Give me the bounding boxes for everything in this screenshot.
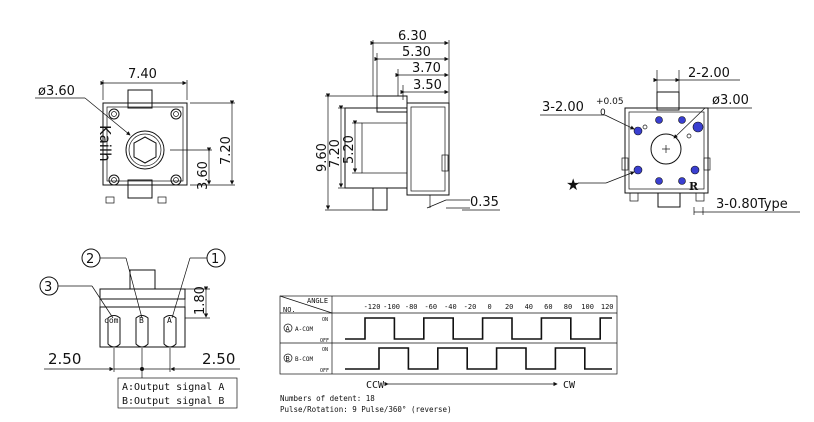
angle-label: -100: [383, 303, 400, 311]
row-a-label: A-COM: [295, 326, 313, 333]
top-width-dim: 7.40: [128, 67, 157, 82]
side-dim-1: 6.30: [398, 29, 427, 44]
legend-a: A:Output signal A: [122, 382, 224, 393]
angle-label: -20: [464, 303, 477, 311]
row-a-off: OFF: [320, 338, 329, 344]
side-left-dim-3: 5.20: [342, 135, 357, 164]
pcb-tol-minus: 0: [600, 108, 606, 118]
ccw-label: CCW: [366, 380, 385, 391]
brand-logo: Kailh: [96, 125, 114, 162]
side-dim-2: 5.30: [402, 45, 431, 60]
foot-dim: 0.35: [470, 195, 499, 210]
front-height-dim: 1.80: [193, 286, 208, 315]
pin-label-b: B: [139, 316, 144, 325]
pcb-pin-dim: 3-0.80Type: [716, 197, 788, 212]
pcb-tol-plus: +0.05: [596, 97, 624, 107]
row-b-off: OFF: [320, 368, 329, 374]
side-dim-3: 3.70: [412, 61, 441, 76]
note-detent: Numbers of detent: 18: [280, 394, 375, 403]
angle-label: 120: [601, 303, 614, 311]
pcb-pitch-dim: 2-2.00: [688, 66, 730, 81]
note-pulse: Pulse/Rotation: 9 Pulse/360° (reverse): [280, 405, 452, 414]
side-dim-4: 3.50: [413, 78, 442, 93]
cw-label: CW: [563, 380, 576, 391]
angle-header: ANGLE: [307, 297, 328, 305]
angle-label: -80: [405, 303, 418, 311]
timing-chart: ANGLE NO. -120-100 -80 -60 -40 -20 0 20 40 60 80 1…: [279, 295, 618, 414]
row-a-id: A: [286, 325, 291, 333]
angle-label: -120: [364, 303, 381, 311]
angle-label: 40: [525, 303, 533, 311]
pcb-hole-dim: 3-2.00: [542, 100, 584, 115]
callout-2: 2: [86, 252, 94, 267]
side-left-dim-2: 7.20: [328, 139, 343, 168]
pin-label-com: com: [104, 316, 119, 325]
pin-label-a: A: [167, 316, 172, 325]
waveform-a: [345, 317, 612, 340]
front-left-dim: 2.50: [48, 350, 81, 368]
front-right-dim: 2.50: [202, 350, 235, 368]
shaft-diameter-dim: ø3.60: [38, 84, 75, 99]
angle-label: 20: [505, 303, 513, 311]
side-view: 6.30 5.30 3.70 3.50 9.60 7.20 5.20 0.35: [315, 29, 500, 211]
legend-b: B:Output signal B: [122, 396, 224, 407]
r-mark: R: [689, 180, 699, 193]
angle-label: -40: [444, 303, 457, 311]
angle-label: 80: [564, 303, 572, 311]
front-view: com B A 2 1 3 1.80 2.50 2.50 A:Out: [39, 248, 240, 409]
waveforms: [345, 317, 612, 370]
angle-label: 100: [581, 303, 594, 311]
no-header: NO.: [283, 306, 296, 314]
pcb-center-hole-dim: ø3.00: [712, 93, 749, 108]
pcb-view: 2-2.00 3-2.00 +0.05 0 ø3.00 ★ R 3-0.80Ty…: [540, 66, 800, 215]
row-a-on: ON: [322, 317, 328, 323]
star-mark: ★: [566, 175, 580, 194]
top-view: 7.40 ø3.60 Kailh 7.20 3.60: [35, 67, 235, 204]
callout-1: 1: [211, 252, 219, 267]
angle-labels: -120-100 -80 -60 -40 -20 0 20 40 60 80 100 120: [364, 303, 614, 311]
side-left-dim-1: 9.60: [315, 143, 330, 172]
top-offset-dim: 3.60: [196, 161, 211, 190]
angle-label: -60: [424, 303, 437, 311]
angle-label: 60: [544, 303, 552, 311]
row-b-label: B-COM: [295, 356, 313, 363]
callout-3: 3: [44, 280, 52, 295]
row-b-id: B: [286, 355, 290, 363]
waveform-b: [345, 347, 612, 370]
row-b-on: ON: [322, 347, 328, 353]
angle-label: 0: [487, 303, 491, 311]
top-height-dim: 7.20: [219, 136, 234, 165]
